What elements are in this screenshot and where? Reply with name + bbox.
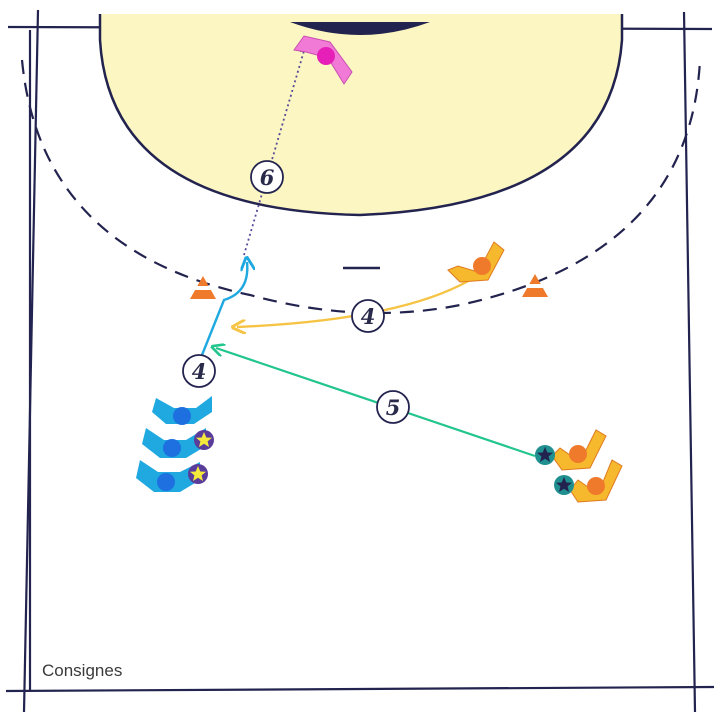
goal-area [100, 14, 622, 215]
pass-5-green-line [216, 348, 536, 458]
svg-text:5: 5 [386, 395, 401, 420]
svg-text:4: 4 [361, 304, 376, 329]
svg-text:6: 6 [260, 165, 275, 190]
step-label-4-yellow: 4 [351, 299, 385, 333]
cone-icon [522, 274, 548, 297]
blue-run-path [194, 262, 247, 371]
step-label-5: 5 [376, 390, 410, 424]
step-label-6: 6 [250, 160, 284, 194]
blue-player-2 [142, 428, 214, 458]
caption-text: Consignes [42, 661, 123, 680]
goal-icon [290, 22, 430, 35]
orange-player-2 [554, 459, 623, 503]
ball-icon [317, 47, 335, 65]
goal-area-line [98, 14, 624, 217]
orange-player-1 [535, 429, 607, 471]
cone-icon [190, 276, 216, 299]
pass-6-line [243, 43, 307, 256]
goalkeeper-player [293, 35, 353, 85]
step-label-4-blue: 4 [182, 354, 216, 388]
svg-text:4: 4 [192, 359, 207, 384]
blue-player-3 [136, 460, 208, 492]
orange-player-right-back [447, 241, 505, 283]
blue-player-1 [152, 396, 212, 425]
